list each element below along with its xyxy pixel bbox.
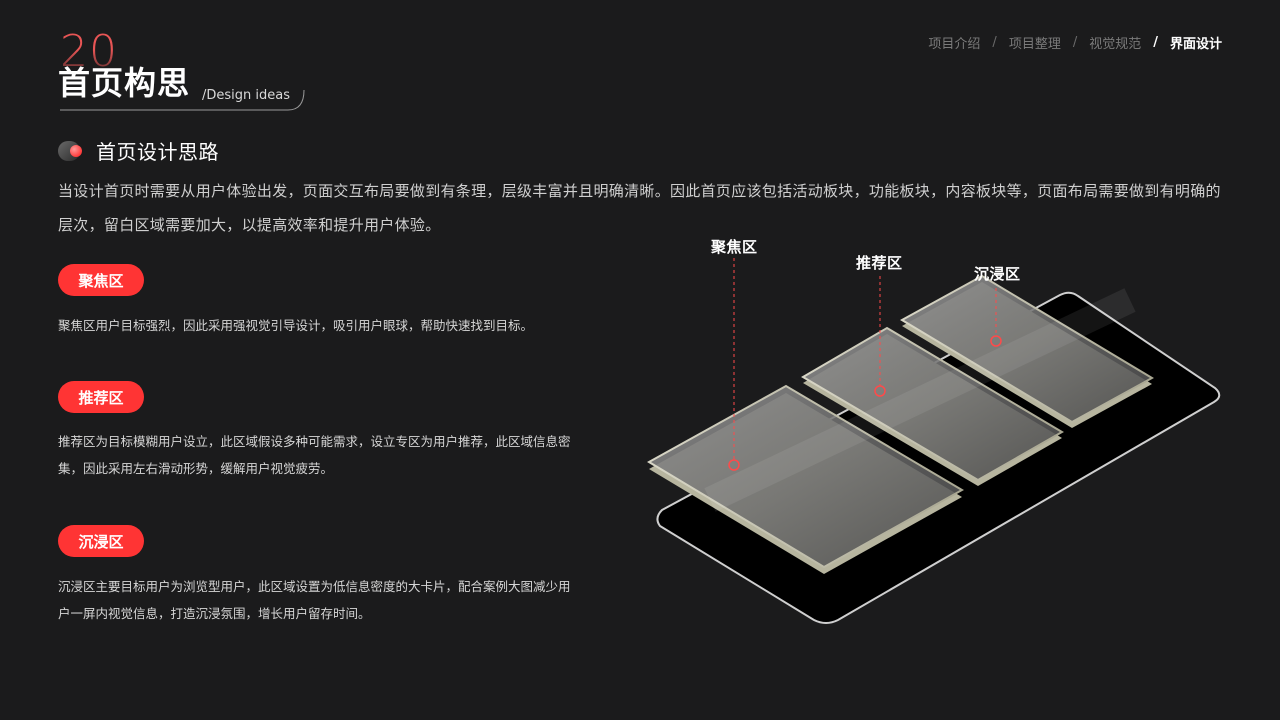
zone-tag-focus: 聚焦区 xyxy=(58,264,144,296)
breadcrumb-item-intro[interactable]: 项目介绍 xyxy=(928,37,981,52)
section-intro: 当设计首页时需要从用户体验出发，页面交互布局要做到有条理，层级丰富并且明确清晰。… xyxy=(58,182,1221,234)
zone-description-recommend: 推荐区为目标模糊用户设立，此区域假设多种可能需求，设立专区为用户推荐，此区域信息… xyxy=(58,434,571,476)
breadcrumb-separator: / xyxy=(992,35,997,50)
illustration-label-recommend: 推荐区 xyxy=(856,254,903,272)
breadcrumb: 项目介绍 / 项目整理 / 视觉规范 / 界面设计 xyxy=(928,33,1222,52)
marker-focus xyxy=(728,459,740,471)
breadcrumb-separator: / xyxy=(1153,35,1158,50)
zone-tag-immersive: 沉浸区 xyxy=(58,525,144,557)
page-title-en: /Design ideas xyxy=(202,88,290,103)
zone-tag-recommend: 推荐区 xyxy=(58,381,144,413)
zone-description-focus: 聚焦区用户目标强烈，因此采用强视觉引导设计，吸引用户眼球，帮助快速找到目标。 xyxy=(58,318,534,333)
card-focus xyxy=(646,384,965,574)
breadcrumb-separator: / xyxy=(1072,35,1078,50)
marker-recommend xyxy=(874,385,886,397)
illustration-label-focus: 聚焦区 xyxy=(711,238,758,256)
section-heading-text: 首页设计思路 xyxy=(96,140,219,164)
breadcrumb-item-visual-spec[interactable]: 视觉规范 xyxy=(1089,37,1142,52)
section-heading: 首页设计思路 xyxy=(58,136,219,165)
illustration-label-immersive: 沉浸区 xyxy=(974,265,1021,283)
marker-immersive xyxy=(990,335,1002,347)
title-underline xyxy=(60,89,305,111)
card-immersive xyxy=(899,274,1155,428)
page-number: 20 xyxy=(60,26,118,77)
zone-description-immersive: 沉浸区主要目标用户为浏览型用户，此区域设置为低信息密度的大卡片，配合案例大图减少… xyxy=(58,579,571,621)
isometric-layout-illustration xyxy=(646,258,1221,624)
card-recommend xyxy=(801,326,1064,486)
page-title: 首页构思 xyxy=(58,64,191,102)
breadcrumb-item-ui-design[interactable]: 界面设计 xyxy=(1169,37,1222,52)
toggle-dot-icon xyxy=(58,140,84,162)
breadcrumb-item-organize[interactable]: 项目整理 xyxy=(1008,37,1061,52)
